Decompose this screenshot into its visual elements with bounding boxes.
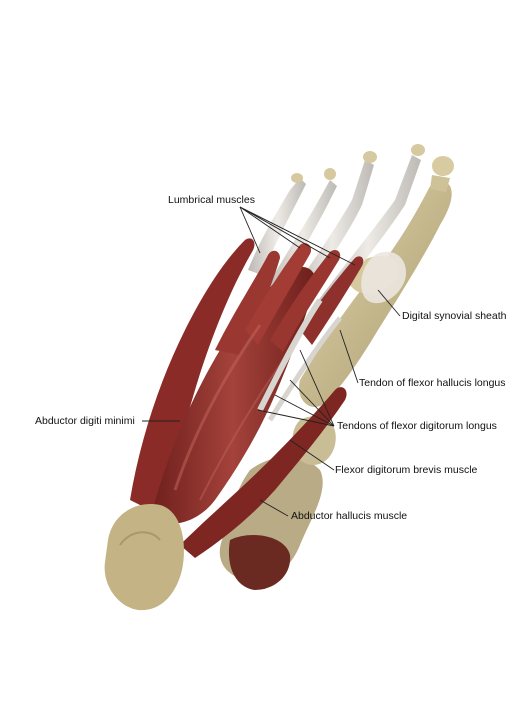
label-abductor-hallucis: Abductor hallucis muscle (291, 510, 408, 522)
label-tendons-flexor-digitorum-longus: Tendons of flexor digitorum longus (337, 420, 497, 432)
label-abductor-digiti-minimi: Abductor digiti minimi (35, 415, 135, 427)
heel-bone (104, 504, 184, 611)
lesser-toes (248, 144, 425, 310)
label-lumbrical-muscles: Lumbrical muscles (168, 194, 255, 206)
leader-lines (142, 206, 401, 517)
plantar-muscles (130, 238, 364, 558)
label-flexor-digitorum-brevis: Flexor digitorum brevis muscle (335, 464, 478, 476)
label-tendon-flexor-hallucis-longus: Tendon of flexor hallucis longus (359, 377, 506, 389)
label-digital-synovial-sheath: Digital synovial sheath (402, 310, 507, 322)
synovial-sheath (361, 251, 406, 304)
